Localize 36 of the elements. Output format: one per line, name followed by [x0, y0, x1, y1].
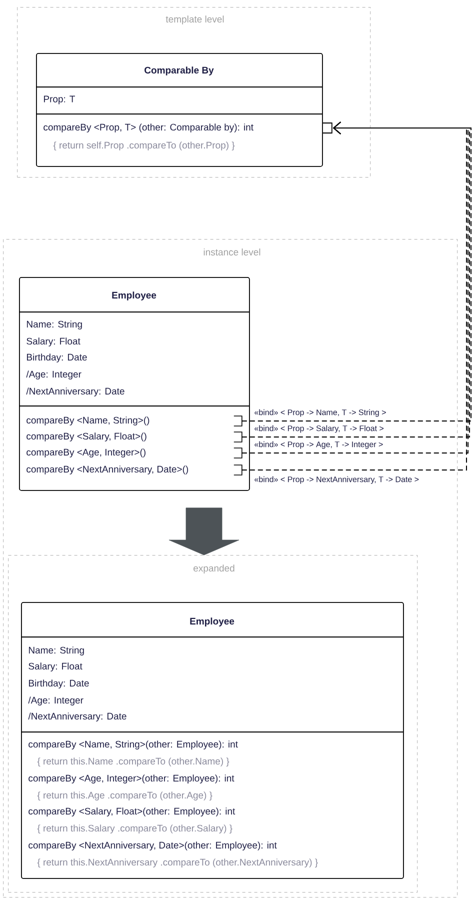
- member-text: Prop: T: [44, 96, 75, 104]
- method-body-text: { return self.Prop .compareTo (other.Prop) }: [53, 142, 235, 150]
- edge-label: «bind» < Prop -> Salary, T -> Float >: [254, 425, 384, 433]
- class-title: Employee: [112, 292, 156, 300]
- member-text: compareBy <Name, String>(): [26, 416, 150, 426]
- method-body-text: { return this.Age .compareTo (other.Age) }: [37, 792, 212, 800]
- member-text: compareBy <Prop, T> (other: Comparable by): int: [44, 124, 254, 132]
- method-body-text: { return this.Name .compareTo (other.Name) }: [37, 758, 230, 766]
- member-text: Salary: Float: [26, 338, 80, 346]
- member-text: compareBy <Salary, Float>(): [26, 432, 146, 442]
- member-text: Salary: Float: [28, 662, 82, 672]
- method-body-text: { return this.Salary .compareTo (other.Salary) }: [37, 824, 232, 834]
- member-text: compareBy <Age, Integer>(): [26, 448, 146, 458]
- group-title: expanded: [194, 564, 234, 574]
- method-body-text: { return this.NextAnniversary .compareTo (other.NextAnniversary) }: [37, 858, 318, 868]
- member-text: compareBy <Name, String>(other: Employee): int: [28, 740, 238, 750]
- class-title: Comparable By: [144, 66, 214, 76]
- member-text: compareBy <NextAnniversary, Date>(): [26, 466, 188, 474]
- member-text: Birthday: Date: [26, 354, 87, 362]
- member-text: compareBy <Salary, Float>(other: Employee): int: [28, 808, 236, 816]
- group-title: template level: [166, 16, 224, 24]
- edge-label: «bind» < Prop -> NextAnniversary, T -> Date >: [254, 476, 419, 484]
- member-text: compareBy <NextAnniversary, Date>(other: Employee): int: [28, 842, 277, 850]
- member-text: /Age: Integer: [26, 370, 82, 380]
- edge-label: «bind» < Prop -> Name, T -> String >: [254, 409, 386, 417]
- member-text: Birthday: Date: [28, 680, 89, 688]
- block-arrow: [168, 508, 240, 556]
- group-title: instance level: [204, 248, 260, 256]
- member-text: /NextAnniversary: Date: [26, 388, 124, 396]
- member-text: Name: String: [26, 320, 82, 330]
- class-title: Employee: [190, 618, 234, 626]
- member-text: /Age: Integer: [28, 696, 84, 706]
- member-text: /NextAnniversary: Date: [28, 712, 126, 722]
- member-text: compareBy <Age, Integer>(other: Employee): int: [28, 774, 234, 784]
- edge-label: «bind» < Prop -> Age, T -> Integer >: [254, 441, 383, 449]
- member-text: Name: String: [28, 646, 84, 656]
